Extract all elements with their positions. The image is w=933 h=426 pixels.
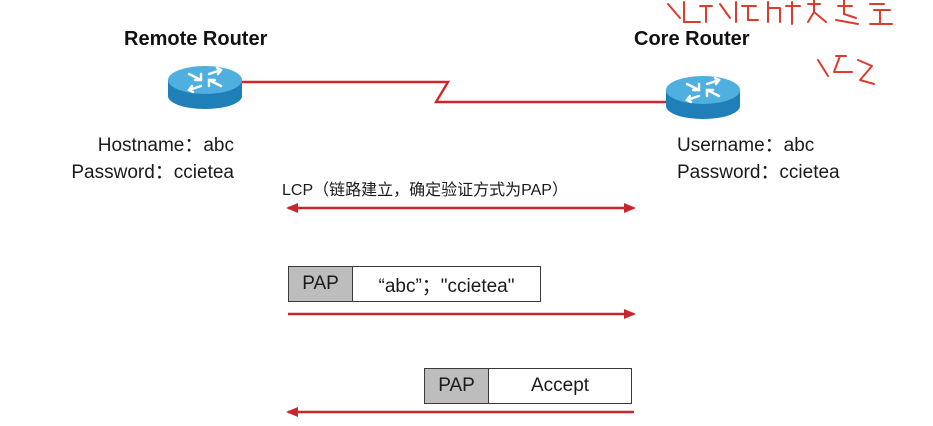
- lcp-label: LCP（链路建立，确定验证方式为PAP）: [282, 182, 568, 199]
- router-icon: [666, 76, 740, 119]
- pap-request-packet: PAP “abc”；"ccietea": [288, 266, 541, 302]
- core-router-title: Core Router: [634, 28, 750, 50]
- router-icon: [168, 66, 242, 109]
- pap-request-protocol: PAP: [289, 267, 353, 301]
- pap-response-protocol: PAP: [425, 369, 489, 403]
- remote-password: Password：ccietea: [71, 162, 234, 183]
- pap-response-payload: Accept: [489, 369, 631, 403]
- remote-router-credentials: Hostname：abc Password：ccietea: [34, 132, 234, 186]
- remote-router-title: Remote Router: [124, 28, 268, 50]
- core-username: Username：abc: [677, 135, 815, 156]
- core-password: Password：ccietea: [677, 162, 840, 183]
- serial-link-zigzag: [240, 80, 668, 104]
- handwritten-annotation: [667, 0, 893, 85]
- core-router-credentials: Username：abc Password：ccietea: [677, 132, 840, 186]
- pap-request-payload: “abc”；"ccietea": [353, 267, 540, 301]
- remote-hostname: Hostname：abc: [97, 135, 234, 156]
- pap-response-packet: PAP Accept: [424, 368, 632, 404]
